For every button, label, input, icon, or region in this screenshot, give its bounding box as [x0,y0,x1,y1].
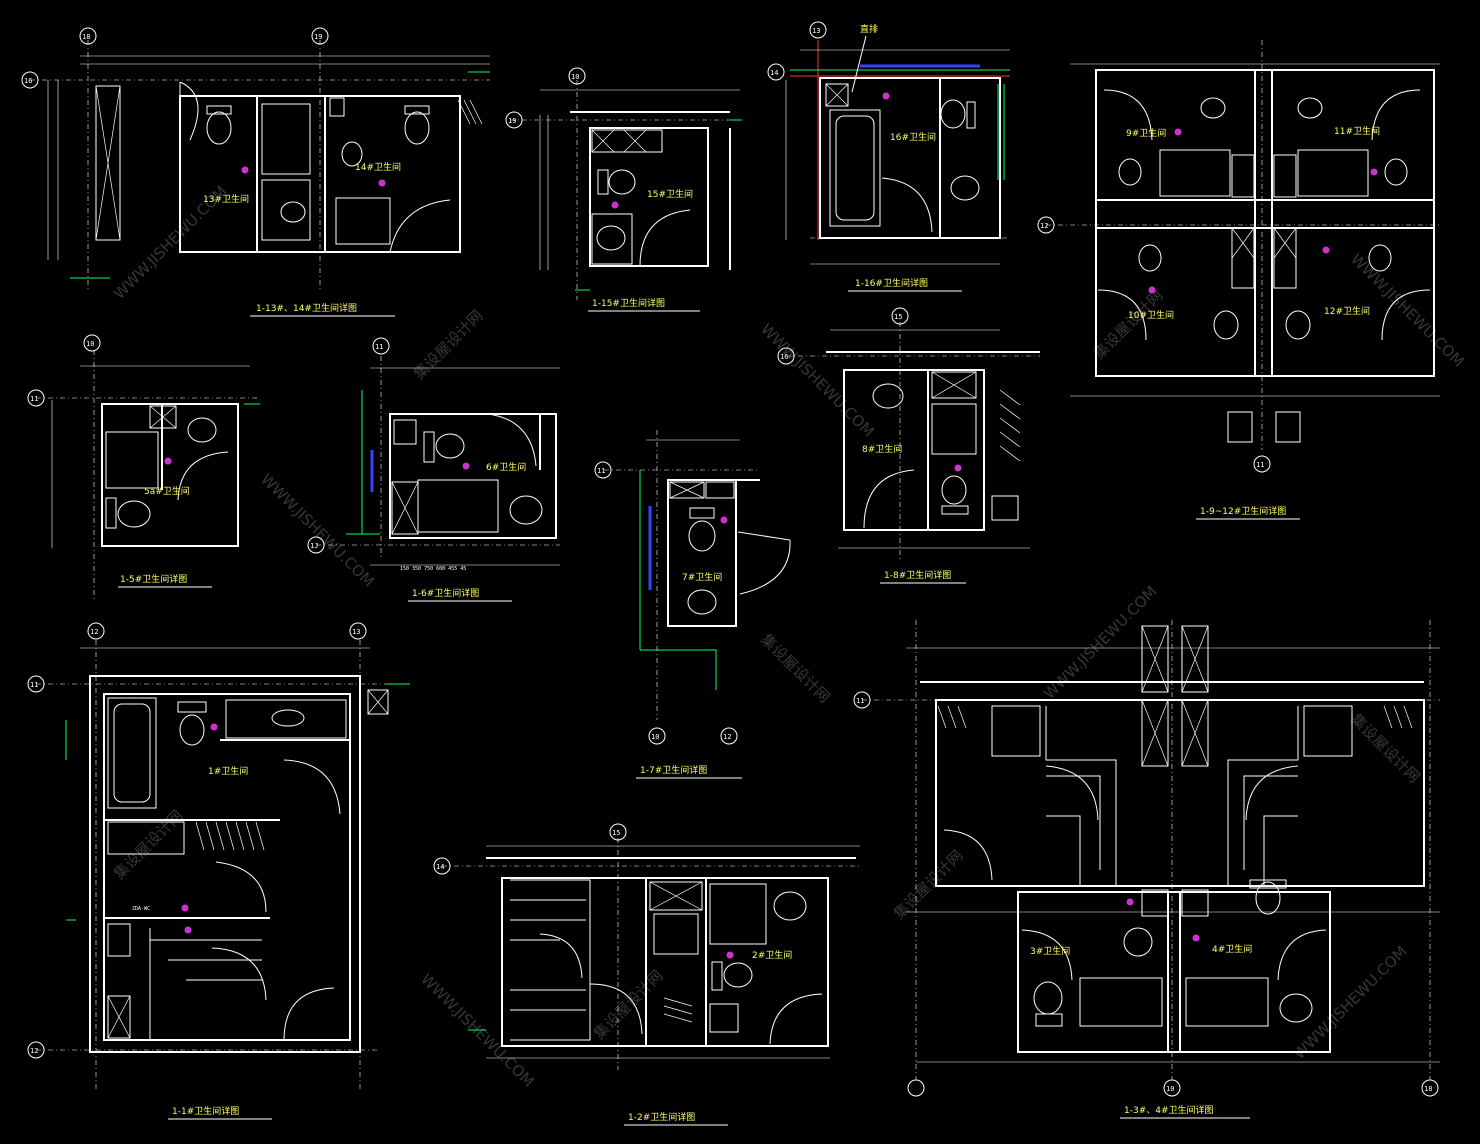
svg-text:11#卫生间: 11#卫生间 [1334,125,1380,137]
svg-text:14#卫生间: 14#卫生间 [355,161,401,173]
svg-text:15: 15 [612,829,620,837]
drawing-16: 16#卫生间 直排 1-16#卫生间详图 13 14 [767,21,1010,292]
drawing-13-14: 13#卫生间 14#卫生间 1-13#、14#卫生间详图 18 19 16 [21,27,490,317]
svg-text:14: 14 [770,69,778,77]
drawing-2: 2#卫生间 1-2#卫生间详图 15 14 [433,823,860,1126]
drawing-1: 1#卫生间 ZDA-WC 1-1#卫生间详图 12 13 11 12 [27,622,410,1120]
svg-text:4#卫生间: 4#卫生间 [1212,943,1252,955]
svg-text:1-8#卫生间详图: 1-8#卫生间详图 [884,569,951,581]
svg-text:1-15#卫生间详图: 1-15#卫生间详图 [592,297,665,309]
svg-text:1J: 1J [310,542,318,550]
svg-text:9#卫生间: 9#卫生间 [1126,127,1166,139]
svg-text:13: 13 [352,628,360,636]
svg-text:12: 12 [90,628,98,636]
svg-text:10: 10 [86,340,94,348]
svg-text:1#卫生间: 1#卫生间 [208,765,248,777]
svg-text:14: 14 [436,863,444,871]
svg-text:16#卫生间: 16#卫生间 [890,131,936,143]
svg-text:19: 19 [314,33,322,41]
svg-text:11: 11 [1256,461,1264,469]
svg-text:16: 16 [780,353,788,361]
svg-text:11: 11 [375,343,383,351]
svg-text:1-13#、14#卫生间详图: 1-13#、14#卫生间详图 [256,302,357,314]
svg-text:1-9~12#卫生间详图: 1-9~12#卫生间详图 [1200,505,1286,517]
svg-text:15: 15 [894,313,902,321]
svg-text:3#卫生间: 3#卫生间 [1030,945,1070,957]
svg-text:11: 11 [597,467,605,475]
svg-text:16: 16 [24,77,32,85]
svg-text:10: 10 [1166,1085,1174,1093]
svg-text:12: 12 [1040,222,1048,230]
svg-text:1-16#卫生间详图: 1-16#卫生间详图 [855,277,928,289]
drawing-15: 15#卫生间 1-15#卫生间详图 10 19 [505,67,742,312]
drawing-3-4: 3#卫生间 4#卫生间 1-3#、4#卫生间详图 11 10 18 [853,620,1440,1119]
drawing-9-12: 9#卫生间 10#卫生间 11#卫生间 12#卫生间 1-9~12#卫生间详图 … [1037,40,1440,520]
svg-text:1-2#卫生间详图: 1-2#卫生间详图 [628,1111,695,1123]
svg-text:2#卫生间: 2#卫生间 [752,949,792,961]
svg-text:7#卫生间: 7#卫生间 [682,571,722,583]
svg-text:10: 10 [571,73,579,81]
svg-text:12: 12 [723,733,731,741]
svg-text:直排: 直排 [860,23,878,35]
drawing-8: 8#卫生间 1-8#卫生间详图 15 16 [777,307,1040,584]
svg-text:5a#卫生间: 5a#卫生间 [144,485,190,497]
drawing-7: 7#卫生间 1-7#卫生间详图 11 12 10 [594,430,791,779]
svg-text:18: 18 [1424,1085,1432,1093]
svg-text:10: 10 [651,733,659,741]
svg-text:18: 18 [82,33,90,41]
svg-text:10#卫生间: 10#卫生间 [1128,309,1174,321]
svg-text:150 350 750 600 455 45: 150 350 750 600 455 45 [400,566,466,572]
svg-text:15#卫生间: 15#卫生间 [647,188,693,200]
svg-text:11: 11 [856,697,864,705]
svg-text:8#卫生间: 8#卫生间 [862,443,902,455]
drawing-5: 5a#卫生间 1-5#卫生间详图 10 11 [27,334,260,600]
svg-text:6#卫生间: 6#卫生间 [486,461,526,473]
svg-text:19: 19 [508,117,516,125]
svg-text:13#卫生间: 13#卫生间 [203,193,249,205]
svg-text:11: 11 [30,681,38,689]
svg-text:12#卫生间: 12#卫生间 [1324,305,1370,317]
svg-text:1-5#卫生间详图: 1-5#卫生间详图 [120,573,187,585]
svg-text:1-1#卫生间详图: 1-1#卫生间详图 [172,1105,239,1117]
svg-text:11: 11 [30,395,38,403]
svg-text:1-3#、4#卫生间详图: 1-3#、4#卫生间详图 [1124,1104,1214,1116]
svg-text:1-6#卫生间详图: 1-6#卫生间详图 [412,587,479,599]
svg-text:1-7#卫生间详图: 1-7#卫生间详图 [640,764,707,776]
svg-text:12: 12 [30,1047,38,1055]
svg-text:ZDA-WC: ZDA-WC [132,906,150,912]
drawing-6: 6#卫生间 150 350 750 600 455 45 1-6#卫生间详图 1… [307,337,560,602]
svg-text:13: 13 [812,27,820,35]
